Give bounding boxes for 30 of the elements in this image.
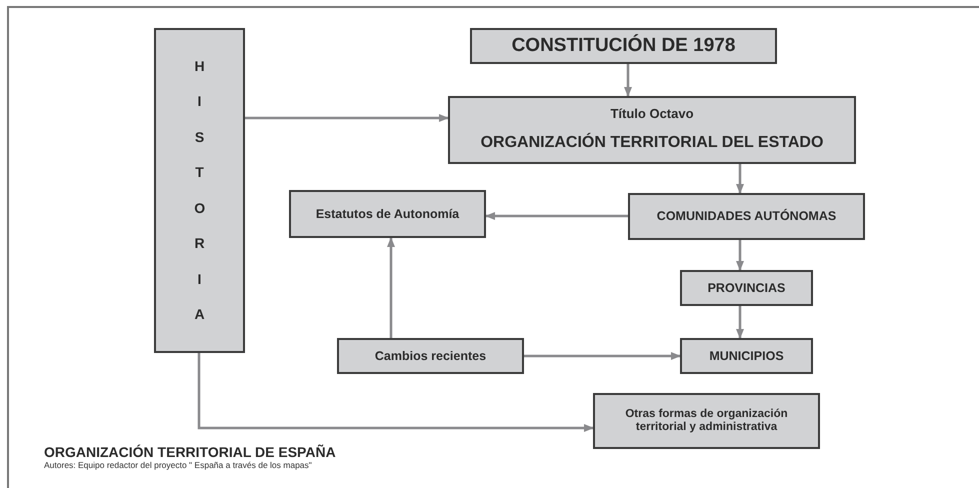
process-box <box>289 190 486 238</box>
box-label: PROVINCIAS <box>708 280 786 296</box>
process-box <box>337 338 524 374</box>
process-box <box>593 393 820 449</box>
caption: Autores: Equipo redactor del proyecto " España a través de los mapas" <box>44 460 312 470</box>
box-label: COMUNIDADES AUTÓNOMAS <box>656 209 836 224</box>
box-label: CONSTITUCIÓN DE 1978 <box>512 35 736 57</box>
box-label: Estatutos de Autonomía <box>316 206 460 222</box>
arrow <box>736 240 744 271</box>
box-label: Otras formas de organización territorial y administrativa <box>624 408 789 434</box>
box-label: HISTORIA <box>194 56 205 324</box>
diagram-title: ORGANIZACIÓN TERRITORIAL DE ESPAÑA <box>44 444 336 460</box>
arrow <box>245 114 449 122</box>
arrow <box>485 212 628 220</box>
arrow <box>736 306 744 339</box>
process-box <box>154 28 245 353</box>
box-label: MUNICIPIOS <box>709 348 784 364</box>
arrow <box>736 164 744 194</box>
process-box <box>628 193 865 240</box>
box-label: Cambios recientes <box>374 348 486 364</box>
process-box <box>680 338 813 374</box>
box-label: Título Octavo <box>610 107 694 122</box>
box-label: ORGANIZACIÓN TERRITORIAL DEL ESTADO <box>480 134 824 153</box>
arrow <box>624 64 632 97</box>
process-box <box>680 270 813 306</box>
arrow <box>387 237 395 338</box>
process-box <box>448 96 856 164</box>
process-box <box>470 28 777 64</box>
arrow <box>524 352 681 360</box>
arrow <box>198 353 594 432</box>
